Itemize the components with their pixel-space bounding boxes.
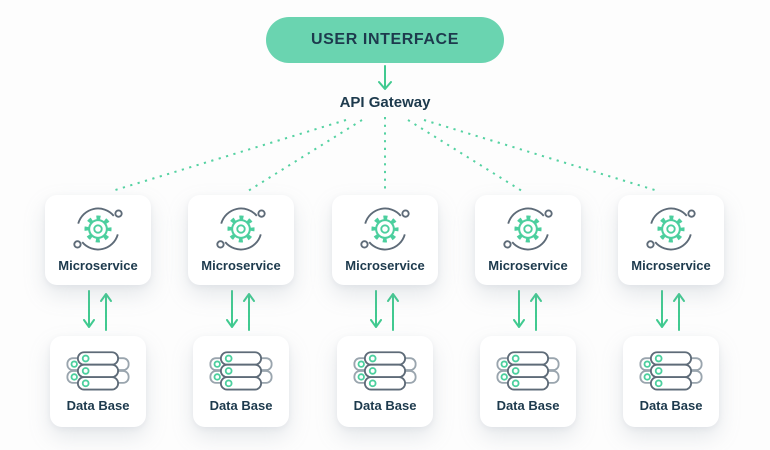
microservice-card: Microservice xyxy=(188,195,294,285)
server-stack-icon xyxy=(496,351,560,391)
database-card: Data Base xyxy=(623,336,719,427)
down-arrow-5 xyxy=(656,290,668,328)
gear-sync-icon xyxy=(643,201,699,257)
dotted-connector-1 xyxy=(111,119,347,192)
gear-sync-icon xyxy=(213,201,269,257)
up-arrow-4 xyxy=(530,293,542,331)
database-label: Data Base xyxy=(66,398,130,413)
microservice-label: Microservice xyxy=(488,258,568,273)
up-arrow-3 xyxy=(387,293,399,331)
microservice-label: Microservice xyxy=(631,258,711,273)
microservice-label: Microservice xyxy=(201,258,281,273)
database-label: Data Base xyxy=(353,398,417,413)
server-stack-icon xyxy=(209,351,273,391)
up-arrow-2 xyxy=(243,293,255,331)
down-arrow-1 xyxy=(83,290,95,328)
microservice-card: Microservice xyxy=(332,195,438,285)
microservice-card: Microservice xyxy=(45,195,151,285)
user-interface-node: USER INTERFACE xyxy=(266,17,504,63)
gear-sync-icon xyxy=(70,201,126,257)
gear-sync-icon xyxy=(357,201,413,257)
user-interface-label: USER INTERFACE xyxy=(311,31,459,48)
server-stack-icon xyxy=(66,351,130,391)
down-arrow-3 xyxy=(370,290,382,328)
dotted-connector-5 xyxy=(423,119,659,192)
microservice-label: Microservice xyxy=(345,258,425,273)
database-label: Data Base xyxy=(209,398,273,413)
microservice-card: Microservice xyxy=(475,195,581,285)
server-stack-icon xyxy=(353,351,417,391)
server-stack-icon xyxy=(639,351,703,391)
microservice-card: Microservice xyxy=(618,195,724,285)
gateway-arrow xyxy=(378,65,392,90)
database-label: Data Base xyxy=(496,398,560,413)
down-arrow-4 xyxy=(513,290,525,328)
dotted-connector-4 xyxy=(407,119,523,192)
database-label: Data Base xyxy=(639,398,703,413)
api-gateway-label: API Gateway xyxy=(339,94,431,111)
dotted-connector-2 xyxy=(247,119,363,192)
database-card: Data Base xyxy=(50,336,146,427)
database-card: Data Base xyxy=(337,336,433,427)
down-arrow-2 xyxy=(226,290,238,328)
up-arrow-5 xyxy=(673,293,685,331)
microservice-label: Microservice xyxy=(58,258,138,273)
gear-sync-icon xyxy=(500,201,556,257)
database-card: Data Base xyxy=(480,336,576,427)
database-card: Data Base xyxy=(193,336,289,427)
up-arrow-1 xyxy=(100,293,112,331)
